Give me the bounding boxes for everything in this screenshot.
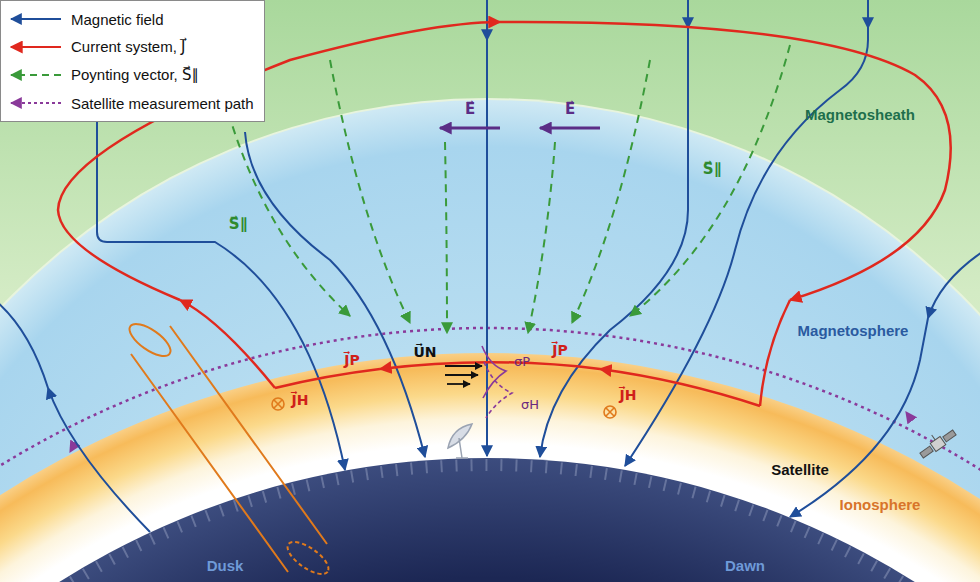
legend-row: Magnetic field — [7, 5, 254, 33]
legend-row: Poynting vector, S⃗∥ — [7, 61, 254, 89]
field-symbol: E⃗ — [465, 101, 475, 118]
current-symbol: J⃗P — [344, 352, 359, 368]
region-label: Magnetosphere — [798, 322, 909, 339]
legend-sample — [7, 12, 63, 26]
legend-text: Poynting vector, S⃗∥ — [71, 66, 199, 84]
wind-symbol: U⃗N — [413, 344, 436, 360]
region-label: Magnetosheath — [805, 106, 915, 123]
side-label: Dusk — [207, 557, 244, 574]
legend-row: Satellite measurement path — [7, 89, 254, 117]
poynting-symbol: S⃗∥ — [703, 161, 721, 178]
current-symbol: J⃗P — [552, 342, 567, 358]
current-symbol: J⃗H — [292, 392, 309, 408]
legend-sample — [7, 68, 63, 82]
conductivity-symbol: σH — [521, 398, 539, 413]
poynting-symbol: S⃗∥ — [229, 216, 247, 233]
conductivity-symbol: σP — [514, 355, 530, 370]
legend-row: Current system, J⃗ — [7, 33, 254, 61]
side-label: Dawn — [725, 557, 765, 574]
legend-box: Magnetic fieldCurrent system, J⃗ Poynting… — [0, 0, 265, 122]
legend-text: Satellite measurement path — [71, 95, 254, 112]
current-symbol: J⃗H — [620, 387, 637, 403]
field-symbol: E⃗ — [565, 101, 575, 118]
region-label: Ionosphere — [840, 496, 921, 513]
satellite-label: Satellite — [771, 461, 829, 478]
legend-sample — [7, 40, 63, 54]
legend-sample — [7, 96, 63, 110]
legend-text: Magnetic field — [71, 11, 164, 28]
legend-text: Current system, J⃗ — [71, 38, 185, 56]
